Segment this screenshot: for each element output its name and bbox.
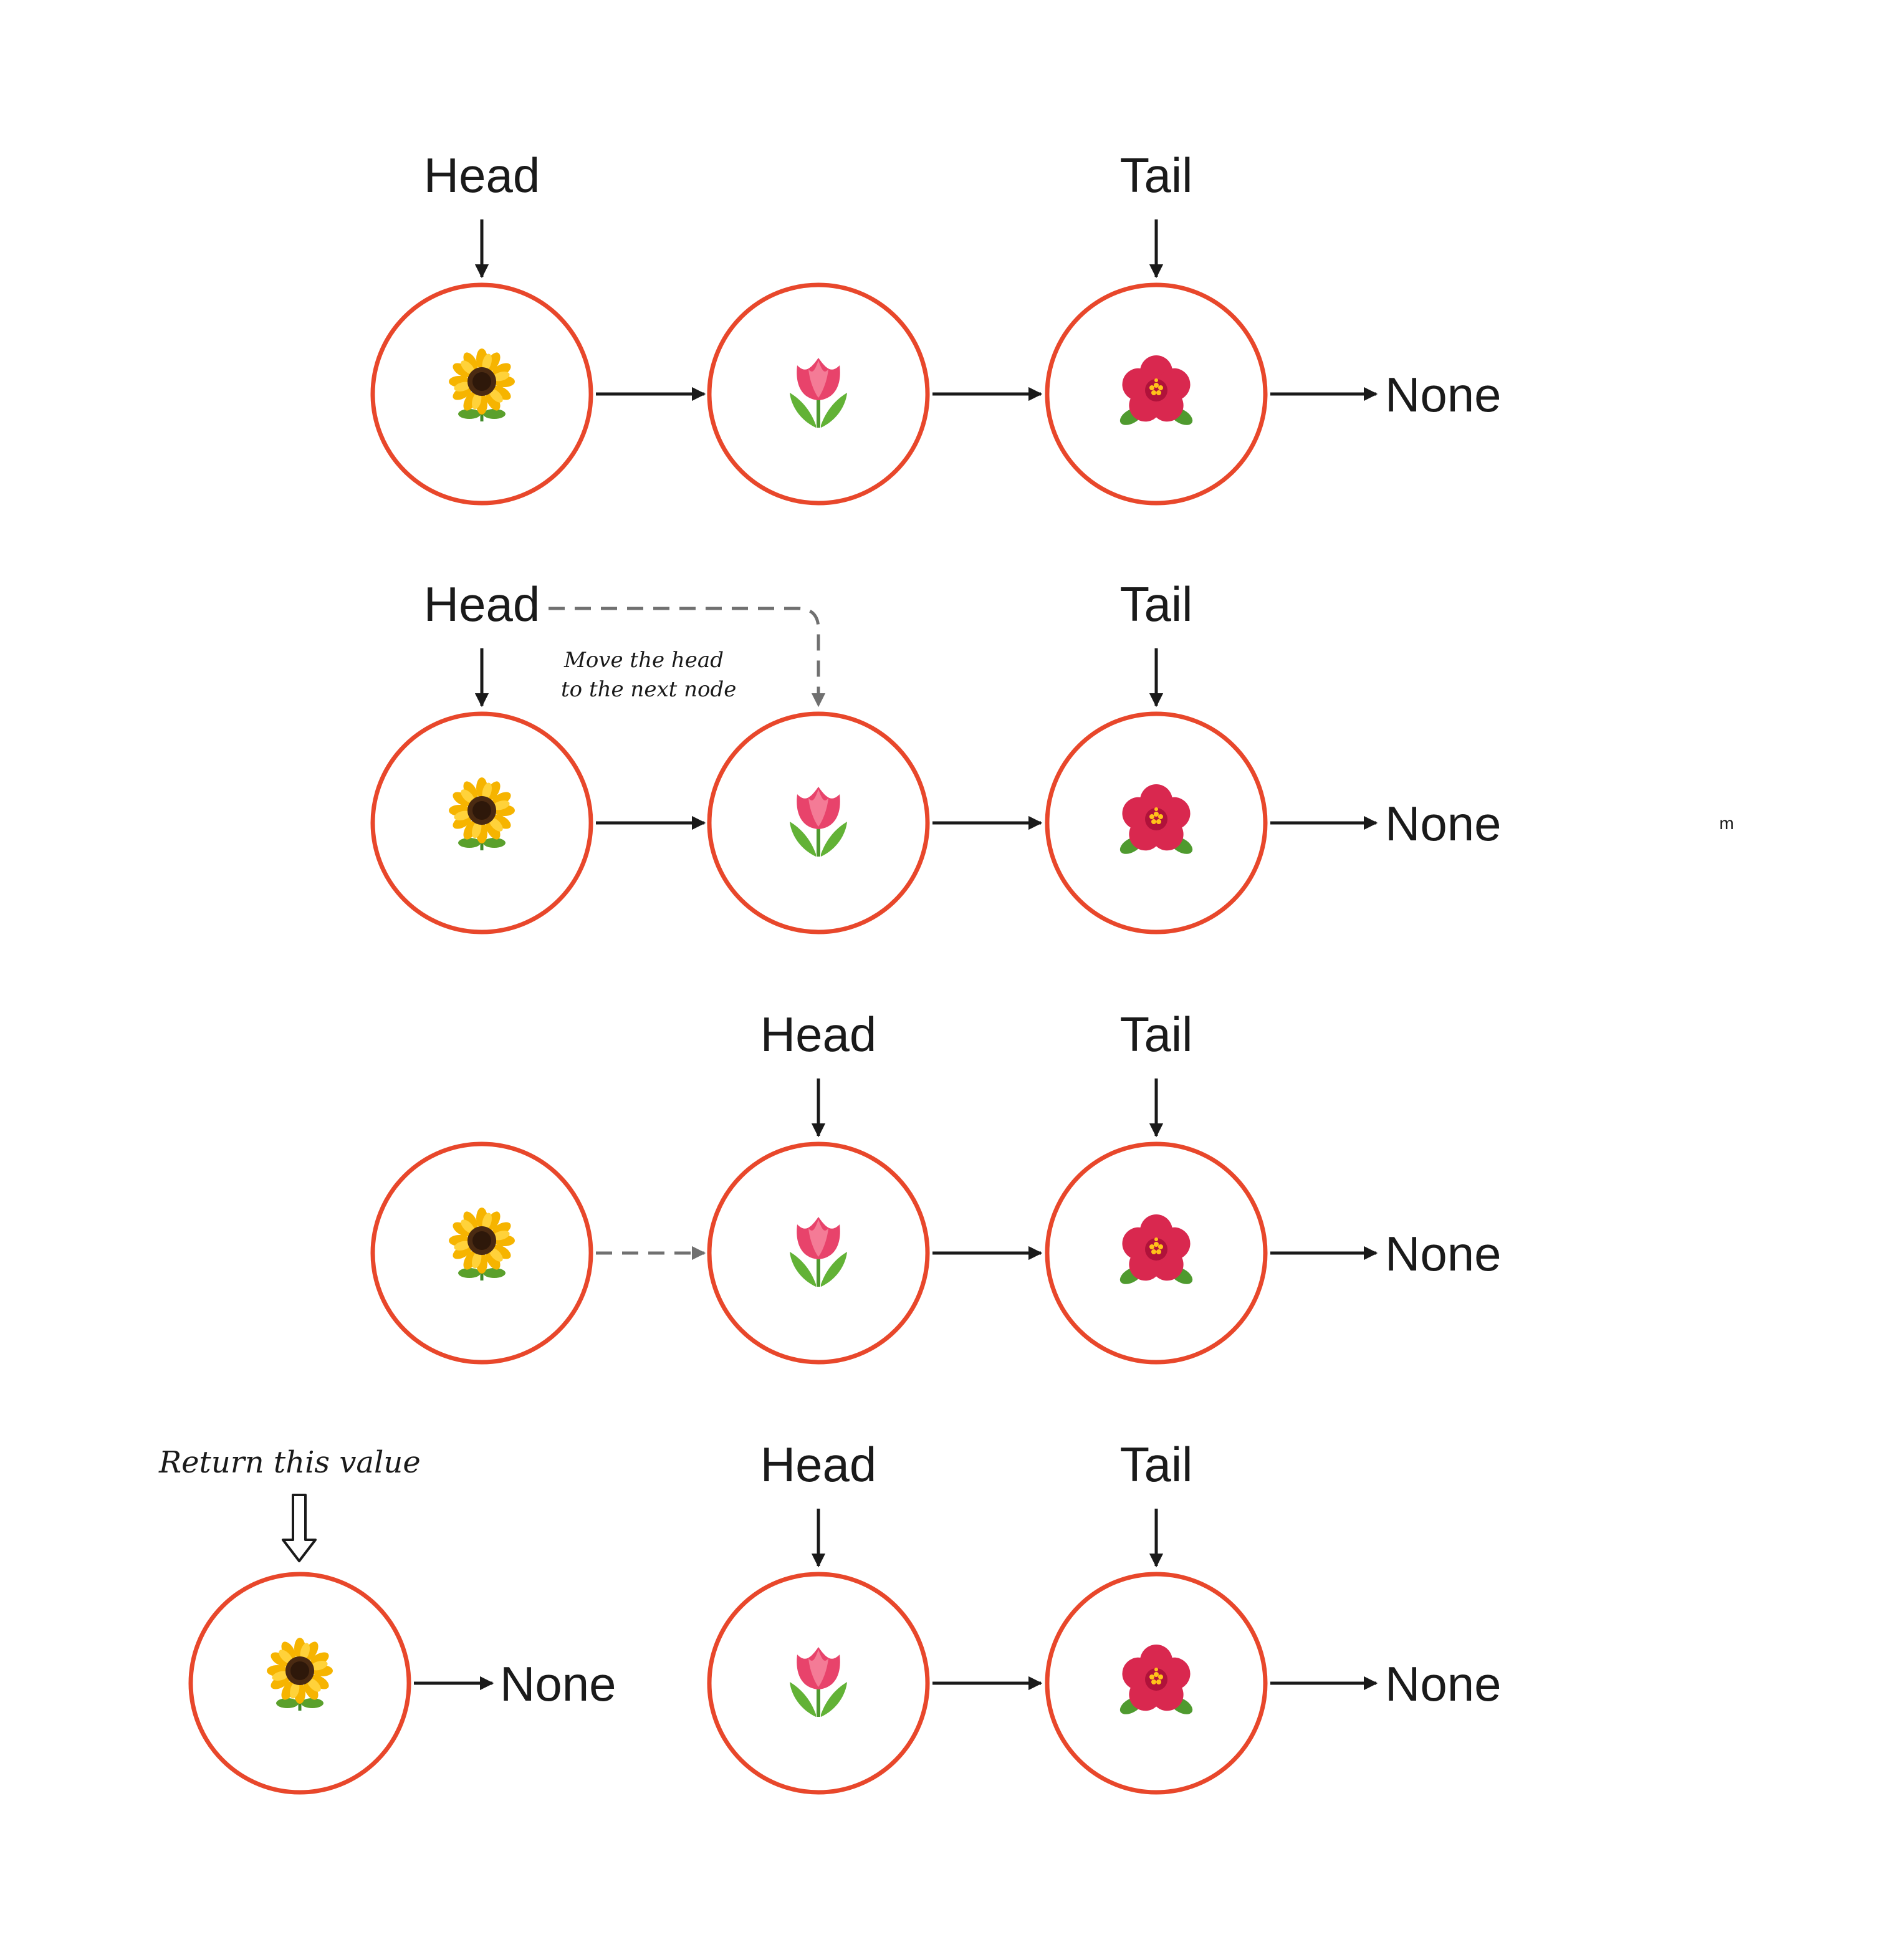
node-tulip — [707, 282, 930, 506]
row-3: Head Tail None — [370, 1007, 1501, 1365]
tail-label: Tail — [1119, 1437, 1192, 1492]
move-head-note: to the next node — [561, 677, 736, 702]
node-tulip — [707, 711, 930, 934]
head-label: Head — [424, 148, 540, 203]
node-hibiscus — [1045, 1141, 1268, 1365]
row-2: Head Move the head to the next node Tail… — [370, 577, 1734, 934]
node-sunflower-detached — [188, 1572, 411, 1795]
none-label: None — [500, 1656, 616, 1711]
return-value-note: Return this value — [158, 1445, 421, 1480]
head-label: Head — [760, 1437, 876, 1492]
node-hibiscus — [1045, 1572, 1268, 1795]
node-tulip — [707, 1572, 930, 1795]
none-label: None — [1385, 796, 1501, 851]
row-4: Return this value Head Tail None None — [158, 1437, 1501, 1795]
tail-label: Tail — [1119, 1007, 1192, 1062]
return-value-hollow-arrow — [282, 1494, 317, 1562]
move-head-note: Move the head — [563, 648, 724, 673]
node-hibiscus — [1045, 282, 1268, 506]
node-sunflower — [370, 1141, 593, 1365]
stray-mark: m — [1719, 814, 1733, 833]
node-tulip — [707, 1141, 930, 1365]
tail-label: Tail — [1119, 577, 1192, 632]
none-label: None — [1385, 1226, 1501, 1281]
head-label: Head — [760, 1007, 876, 1062]
node-sunflower — [370, 282, 593, 506]
head-label: Head — [424, 577, 540, 632]
row-1: Head Tail None — [370, 148, 1501, 506]
node-hibiscus — [1045, 711, 1268, 934]
tail-label: Tail — [1119, 148, 1192, 203]
move-head-dashed-arrow — [549, 607, 826, 708]
none-label: None — [1385, 367, 1501, 422]
none-label: None — [1385, 1656, 1501, 1711]
node-sunflower — [370, 711, 593, 934]
